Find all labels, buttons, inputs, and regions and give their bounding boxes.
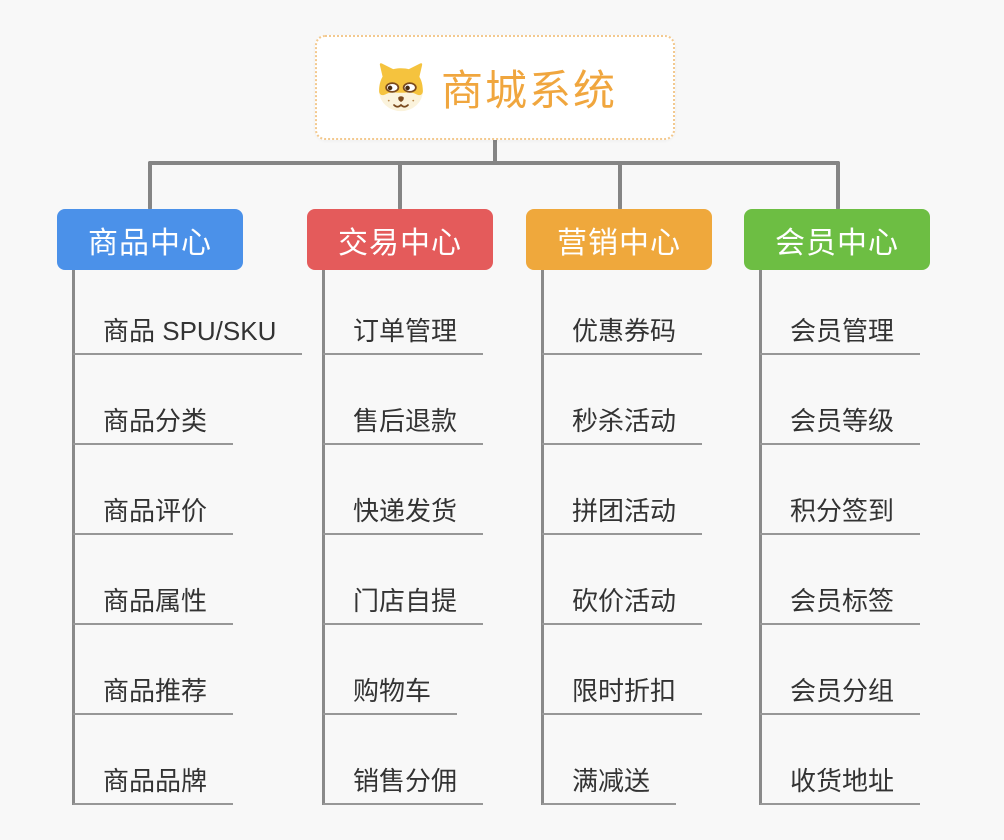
branch-drop-connector bbox=[148, 161, 152, 210]
branch-trade-center: 交易中心 订单管理 售后退款 快递发货 门店自提 购物车 销售分佣 bbox=[307, 209, 559, 829]
mindmap-item[interactable]: 商品分类 bbox=[73, 399, 234, 445]
mindmap-item[interactable]: 商品 SPU/SKU bbox=[73, 309, 303, 355]
mindmap-item[interactable]: 会员分组 bbox=[760, 669, 921, 715]
branch-vline-connector bbox=[322, 270, 325, 805]
mindmap-item[interactable]: 优惠券码 bbox=[542, 309, 703, 355]
branch-drop-connector bbox=[618, 161, 622, 210]
mindmap-item[interactable]: 商品推荐 bbox=[73, 669, 234, 715]
branch-marketing-center: 营销中心 优惠券码 秒杀活动 拼团活动 砍价活动 限时折扣 满减送 bbox=[526, 209, 778, 829]
branch-header[interactable]: 交易中心 bbox=[307, 209, 493, 270]
mindmap-item[interactable]: 会员等级 bbox=[760, 399, 921, 445]
branch-drop-connector bbox=[398, 161, 402, 210]
mindmap-item[interactable]: 满减送 bbox=[542, 759, 677, 805]
branch-vline-connector bbox=[541, 270, 544, 805]
branch-drop-connector bbox=[836, 161, 840, 210]
mindmap-item[interactable]: 商品品牌 bbox=[73, 759, 234, 805]
mindmap-item[interactable]: 拼团活动 bbox=[542, 489, 703, 535]
branch-header[interactable]: 商品中心 bbox=[57, 209, 243, 270]
branch-vline-connector bbox=[759, 270, 762, 805]
branch-bus-connector bbox=[148, 161, 840, 165]
mindmap-item[interactable]: 门店自提 bbox=[323, 579, 484, 625]
mindmap-item[interactable]: 收货地址 bbox=[760, 759, 921, 805]
mindmap-item[interactable]: 会员管理 bbox=[760, 309, 921, 355]
root-title: 商城系统 bbox=[440, 67, 617, 114]
mindmap-item[interactable]: 购物车 bbox=[323, 669, 458, 715]
mindmap-item[interactable]: 砍价活动 bbox=[542, 579, 703, 625]
mindmap-item[interactable]: 销售分佣 bbox=[323, 759, 484, 805]
branch-header[interactable]: 会员中心 bbox=[744, 209, 930, 270]
mindmap-item[interactable]: 商品评价 bbox=[73, 489, 234, 535]
mindmap-item[interactable]: 积分签到 bbox=[760, 489, 921, 535]
mindmap-item[interactable]: 快递发货 bbox=[323, 489, 484, 535]
branch-vline-connector bbox=[72, 270, 75, 805]
branch-header[interactable]: 营销中心 bbox=[526, 209, 712, 270]
mindmap-item[interactable]: 售后退款 bbox=[323, 399, 484, 445]
mindmap-item[interactable]: 订单管理 bbox=[323, 309, 484, 355]
shiba-dog-icon bbox=[379, 63, 423, 112]
mindmap-item[interactable]: 会员标签 bbox=[760, 579, 921, 625]
root-stem-connector bbox=[493, 140, 497, 163]
mindmap-item[interactable]: 商品属性 bbox=[73, 579, 234, 625]
root-node[interactable]: 商城系统 bbox=[315, 35, 675, 140]
branch-member-center: 会员中心 会员管理 会员等级 积分签到 会员标签 会员分组 收货地址 bbox=[744, 209, 996, 829]
mindmap-item[interactable]: 秒杀活动 bbox=[542, 399, 703, 445]
branch-product-center: 商品中心 商品 SPU/SKU 商品分类 商品评价 商品属性 商品推荐 商品品牌 bbox=[57, 209, 309, 829]
mindmap-item[interactable]: 限时折扣 bbox=[542, 669, 703, 715]
